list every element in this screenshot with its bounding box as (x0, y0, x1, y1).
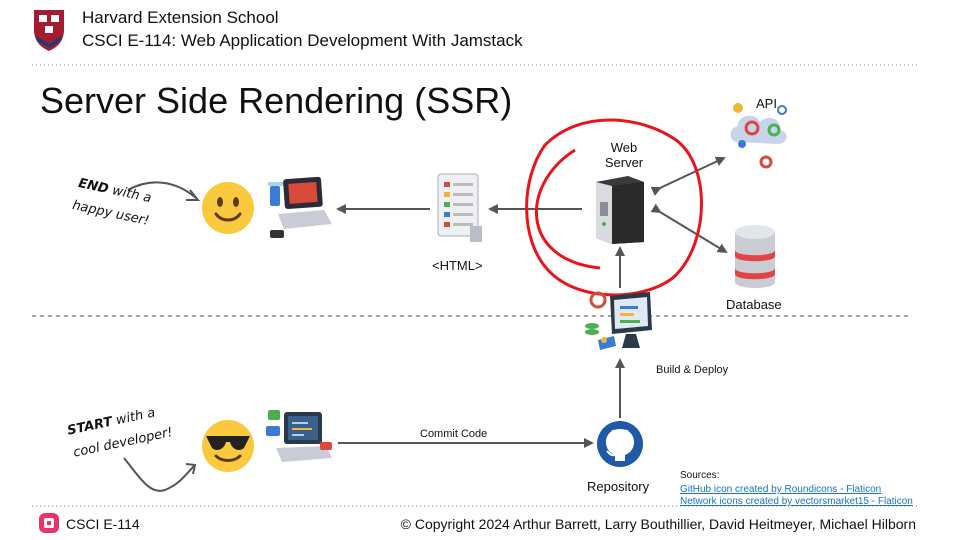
arrow-start-note (123, 457, 195, 492)
happy-user-emoji-icon (202, 182, 254, 234)
course-title: CSCI E-114: Web Application Development … (82, 31, 523, 50)
database-icon (735, 225, 775, 288)
github-repository-icon (597, 421, 643, 467)
footer-course-code: CSCI E-114 (66, 516, 140, 532)
commit-code-label: Commit Code (420, 428, 488, 440)
web-server-label: Web Server (604, 140, 644, 170)
arrow-end-note (127, 181, 197, 199)
school-name: Harvard Extension School (82, 8, 279, 27)
developer-laptop-icon (266, 410, 332, 462)
html-label: <HTML> (432, 258, 483, 273)
arrow-server-database (650, 203, 728, 254)
course-logo-icon (39, 513, 59, 533)
web-server-label-line1: Web (610, 140, 638, 155)
red-annotation-circle (534, 148, 601, 270)
network-icons-credit-link[interactable]: Network icons created by vectorsmarket15… (680, 496, 913, 507)
api-label: API (756, 96, 777, 111)
web-server-icon (596, 176, 644, 244)
build-deploy-label: Build & Deploy (656, 364, 729, 376)
database-label: Database (726, 297, 782, 312)
sources-title: Sources: (680, 470, 720, 481)
build-deploy-monitor-icon (585, 291, 652, 350)
harvard-shield-icon (34, 10, 64, 51)
github-icon-credit-link[interactable]: GitHub icon created by Roundicons - Flat… (680, 484, 882, 495)
slide-title: Server Side Rendering (SSR) (40, 80, 513, 121)
footer-copyright: © Copyright 2024 Arthur Barrett, Larry B… (400, 516, 916, 532)
user-laptop-icon (268, 176, 332, 238)
arrow-server-api (650, 156, 726, 196)
web-server-label-line2: Server (604, 155, 644, 170)
api-cloud-icon (730, 103, 787, 169)
html-document-icon (437, 173, 482, 242)
repository-label: Repository (587, 479, 650, 494)
cool-developer-emoji-icon (202, 420, 254, 472)
